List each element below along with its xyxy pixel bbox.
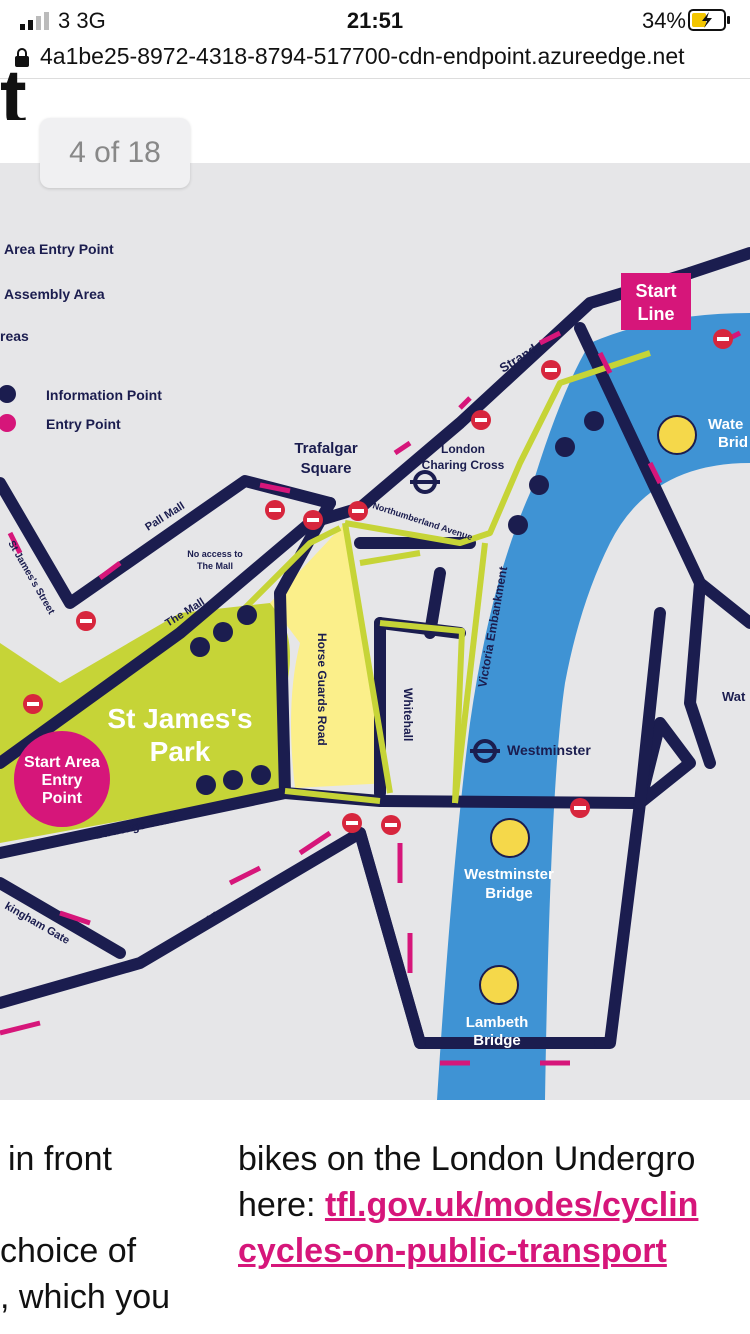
page-title-fragment: t bbox=[0, 68, 27, 120]
legend-assembly-area: Assembly Area bbox=[4, 286, 105, 302]
legend-areas: reas bbox=[0, 328, 29, 344]
signal-icon bbox=[20, 12, 49, 30]
event-route-map[interactable]: Start Line Start Area Entry Point Area E… bbox=[0, 163, 750, 1100]
article-text-line: choice of bbox=[0, 1232, 137, 1270]
label-lambeth-bridge-2: Bridge bbox=[473, 1032, 521, 1049]
article-text-line: , which you bbox=[0, 1278, 171, 1316]
map-graphic: Start Line Start Area Entry Point Area E… bbox=[0, 241, 750, 1100]
tube-roundels bbox=[410, 470, 500, 763]
start-area-entry-point: Start Area Entry Point bbox=[14, 731, 110, 827]
label-westminster-bridge-1: Westminster bbox=[464, 866, 554, 883]
legend-entry-point: Entry Point bbox=[46, 416, 121, 432]
label-lambeth-bridge-1: Lambeth bbox=[466, 1014, 529, 1031]
label-trafalgar-1: Trafalgar bbox=[294, 440, 358, 457]
river-thames bbox=[437, 313, 750, 1100]
label-trafalgar-2: Square bbox=[301, 460, 352, 477]
label-wat: Wat bbox=[722, 689, 746, 704]
label-no-access-1: No access to bbox=[187, 549, 243, 559]
label-victoria-street: Victoria Street bbox=[206, 880, 278, 926]
carrier-label: 3 3G bbox=[58, 8, 106, 33]
label-park-1: St James's bbox=[107, 703, 252, 734]
legend-area-entry-point: Area Entry Point bbox=[4, 241, 114, 257]
label-whitehall: Whitehall bbox=[401, 688, 415, 741]
label-park-2: Park bbox=[150, 736, 211, 767]
start-line-label-2: Line bbox=[637, 304, 674, 324]
label-horse-guards: Horse Guards Road bbox=[315, 633, 329, 746]
battery-icon bbox=[688, 9, 730, 31]
start-area-label-2: Entry bbox=[42, 772, 83, 789]
article-text-line: in front bbox=[8, 1140, 112, 1178]
url-bar[interactable]: 4a1be25-8972-4318-8794-517700-cdn-endpoi… bbox=[0, 40, 750, 79]
tfl-link-continued[interactable]: cycles-on-public-transport bbox=[238, 1232, 667, 1270]
article-text-prefix: here: bbox=[238, 1186, 325, 1224]
url-text[interactable]: 4a1be25-8972-4318-8794-517700-cdn-endpoi… bbox=[40, 43, 685, 69]
status-bar: 3 3G 21:51 34% bbox=[0, 0, 750, 40]
start-area-label-1: Start Area bbox=[24, 754, 100, 771]
legend-information-point: Information Point bbox=[46, 387, 162, 403]
no-entry-signs bbox=[23, 329, 733, 835]
legend-entry-point-dot bbox=[0, 414, 16, 432]
lock-icon bbox=[15, 48, 29, 67]
horse-guards-parade bbox=[270, 523, 390, 788]
tfl-link[interactable]: tfl.gov.uk/modes/cyclin bbox=[324, 1186, 699, 1224]
label-westminster-bridge-2: Bridge bbox=[485, 885, 533, 902]
start-line-label-1: Start bbox=[635, 281, 676, 301]
label-waterloo-1: Wate bbox=[708, 416, 743, 433]
label-westminster: Westminster bbox=[507, 742, 591, 758]
article-column-left: in front choice of , which you bbox=[0, 1136, 170, 1320]
start-line-marker: Start Line bbox=[621, 273, 691, 330]
article-text-line: bikes on the London Undergro bbox=[238, 1140, 696, 1178]
start-area-label-3: Point bbox=[42, 790, 83, 807]
battery-percent: 34% bbox=[641, 8, 686, 33]
gallery-counter-label: 4 of 18 bbox=[69, 136, 161, 169]
label-charing-cross-1: London bbox=[441, 442, 485, 456]
article-column-right: bikes on the London Undergro here: tfl.g… bbox=[238, 1136, 698, 1274]
gallery-counter: 4 of 18 bbox=[40, 118, 190, 188]
label-charing-cross-2: Charing Cross bbox=[422, 458, 505, 472]
article-body: in front choice of , which you bikes on … bbox=[0, 1100, 750, 1334]
label-waterloo-2: Brid bbox=[718, 434, 748, 451]
clock: 21:51 bbox=[346, 8, 404, 33]
label-no-access-2: The Mall bbox=[197, 561, 233, 571]
